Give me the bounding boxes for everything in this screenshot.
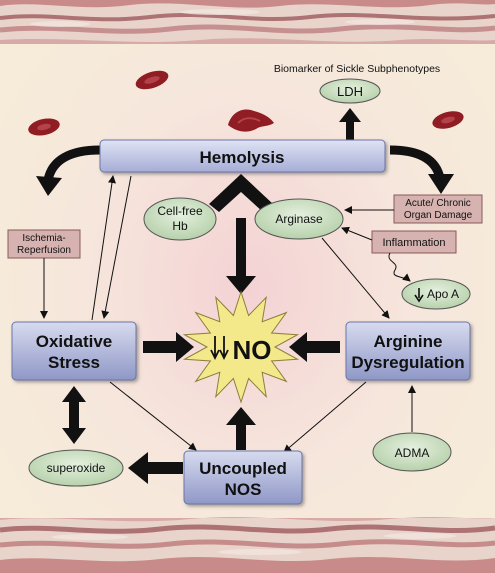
vessel-wall-bottom: [0, 516, 495, 573]
no-label: NO: [233, 335, 272, 365]
superoxide-label: superoxide: [47, 461, 106, 475]
rbc-icon: [432, 111, 464, 129]
arrow-inflammation-to-arginase: [341, 226, 373, 241]
ldh-label: LDH: [337, 84, 363, 99]
superoxide-node: superoxide: [28, 449, 124, 487]
ldh-node: LDH: [319, 78, 381, 104]
arrow-oxidative-to-hemolysis: [91, 175, 116, 321]
down-arrow-icon: [210, 336, 220, 361]
arrow-head-right: [428, 174, 454, 194]
arrow-arginase-to-arginine: [321, 237, 390, 319]
sickle-cell-icon: [228, 109, 274, 132]
arrow-inflammation-to-apoa: [388, 252, 411, 282]
arginine-dysregulation-node: [345, 321, 471, 381]
organ-damage-node: Acute/ Chronic Organ Damage: [393, 194, 483, 224]
uncoupled-nos-label-1: Uncoupled: [199, 459, 287, 478]
vessel-wall-top: [0, 0, 495, 44]
arrow-hemolysis-curve-left: [43, 145, 101, 182]
cell-free-hb-node: Cell-free Hb: [143, 197, 217, 241]
hemolysis-node: [99, 139, 386, 173]
arrow-arginine-to-uncoupled: [283, 381, 367, 453]
red-blood-cells: [28, 70, 464, 136]
arrow-oxidative-to-no: [143, 332, 194, 362]
organ-damage-label-1: Acute/ Chronic: [405, 198, 471, 209]
adma-label: ADMA: [395, 446, 430, 460]
arginine-dysregulation-label-1: Arginine: [374, 332, 443, 351]
arrow-hemolysis-to-no: [226, 218, 256, 294]
cell-free-hb-label-1: Cell-free: [157, 204, 203, 218]
biomarker-caption: Biomarker of Sickle Subphenotypes: [274, 63, 440, 75]
cell-free-hb-label-2: Hb: [172, 219, 188, 233]
rbc-icon: [135, 70, 169, 90]
adma-node: ADMA: [372, 432, 452, 472]
uncoupled-nos-node: [183, 450, 303, 505]
apo-a-node: Apo A: [401, 278, 471, 310]
oxidative-stress-label-2: Stress: [48, 353, 100, 372]
arrow-hemolysis-to-ldh: [339, 108, 361, 140]
uncoupled-nos-label-2: NOS: [225, 480, 262, 499]
arrow-uncoupled-to-superoxide: [128, 452, 183, 484]
oxidative-stress-label-1: Oxidative: [36, 332, 113, 351]
hemolysis-label: Hemolysis: [199, 148, 284, 167]
down-arrow-icon: [414, 288, 424, 303]
ischemia-label-1: Ischemia-: [22, 233, 65, 244]
arrow-head-left: [36, 176, 62, 196]
organ-damage-label-2: Organ Damage: [404, 210, 473, 221]
arrow-oxidative-superoxide: [62, 386, 86, 444]
arrow-hemolysis-curve-right: [389, 145, 445, 180]
oxidative-stress-node: [11, 321, 137, 381]
rbc-icon: [28, 118, 60, 136]
arrow-hemolysis-to-oxidative: [101, 175, 132, 319]
arrow-uncoupled-to-no: [226, 407, 256, 450]
inflammation-label: Inflammation: [383, 237, 446, 249]
arrow-oxidative-to-uncoupled: [109, 381, 197, 451]
down-arrow-icon: [219, 336, 229, 361]
no-burst: NO: [182, 290, 300, 404]
arrow-arginine-to-no: [289, 332, 340, 362]
apo-a-label: Apo A: [427, 287, 459, 301]
ischemia-label-2: Reperfusion: [17, 245, 71, 256]
ischemia-node: Ischemia- Reperfusion: [7, 229, 81, 259]
arginase-node: Arginase: [254, 198, 344, 240]
inflammation-node: Inflammation: [371, 230, 457, 254]
arginine-dysregulation-label-2: Dysregulation: [351, 353, 464, 372]
arginase-label: Arginase: [275, 212, 323, 226]
arrow-hemolysis-caret: [209, 174, 273, 212]
